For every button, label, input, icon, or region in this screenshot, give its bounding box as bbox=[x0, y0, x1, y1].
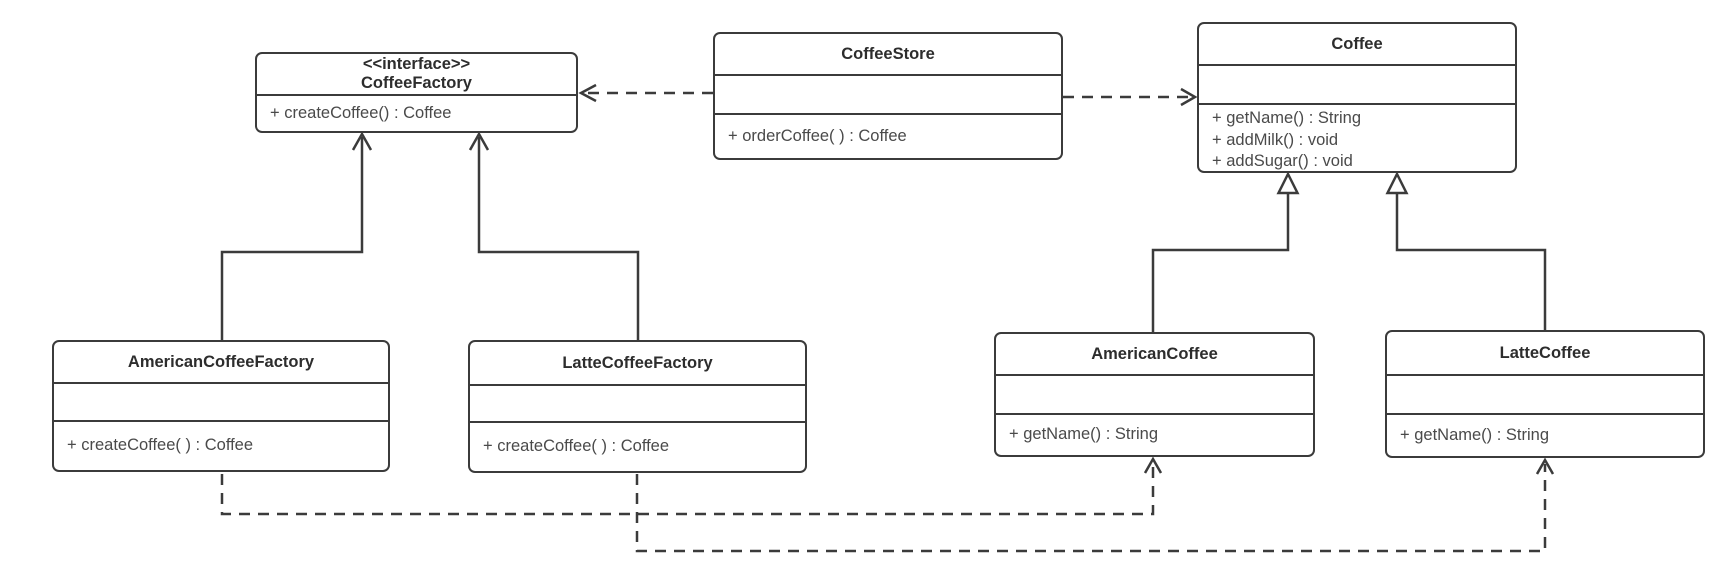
class-title: LatteCoffeeFactory bbox=[470, 342, 805, 384]
class-americancoffee: AmericanCoffee + getName() : String bbox=[994, 332, 1315, 457]
class-title: CoffeeStore bbox=[715, 34, 1061, 74]
generalization-lattecoffee-to-coffee bbox=[1385, 171, 1547, 330]
class-lattecoffeefactory: LatteCoffeeFactory + createCoffee( ) : C… bbox=[468, 340, 807, 473]
attributes-compartment bbox=[470, 384, 805, 421]
methods-compartment: + orderCoffee( ) : Coffee bbox=[715, 113, 1061, 158]
generalization-americancoffee-to-coffee bbox=[1151, 171, 1300, 332]
realization-americancoffeefactory-to-coffeefactory bbox=[220, 131, 373, 340]
method-label: + getName() : String bbox=[1400, 425, 1550, 444]
method-label: + addSugar() : void bbox=[1212, 152, 1353, 170]
class-lattecoffee: LatteCoffee + getName() : String bbox=[1385, 330, 1705, 458]
dependency-coffeestore-to-coffee bbox=[1063, 87, 1198, 107]
method-label: + createCoffee( ) : Coffee bbox=[67, 436, 254, 455]
class-coffeestore: CoffeeStore + orderCoffee( ) : Coffee bbox=[713, 32, 1063, 160]
methods-compartment: + getName() : String bbox=[1387, 413, 1703, 456]
class-name: AmericanCoffeeFactory bbox=[127, 352, 315, 371]
methods-compartment: + getName() : String + addMilk() : void … bbox=[1199, 103, 1515, 171]
class-name: CoffeeFactory bbox=[361, 74, 472, 92]
class-name: LatteCoffee bbox=[1499, 343, 1591, 362]
class-name: AmericanCoffee bbox=[1091, 344, 1218, 363]
stereotype-label: <<interface>> bbox=[362, 55, 471, 73]
methods-compartment: + createCoffee() : Coffee bbox=[257, 94, 576, 131]
realization-lattecoffeefactory-to-coffeefactory bbox=[468, 131, 640, 340]
class-title: AmericanCoffee bbox=[996, 334, 1313, 374]
class-title: AmericanCoffeeFactory bbox=[54, 342, 388, 382]
class-coffeefactory: <<interface>> CoffeeFactory + createCoff… bbox=[255, 52, 578, 133]
attributes-compartment bbox=[54, 382, 388, 420]
methods-compartment: + getName() : String bbox=[996, 413, 1313, 455]
class-title: Coffee bbox=[1199, 24, 1515, 64]
attributes-compartment bbox=[996, 374, 1313, 413]
class-title: LatteCoffee bbox=[1387, 332, 1703, 374]
attributes-compartment bbox=[1387, 374, 1703, 413]
class-name: CoffeeStore bbox=[841, 44, 935, 63]
method-label: + getName() : String bbox=[1009, 425, 1159, 444]
dependency-coffeestore-to-coffeefactory bbox=[578, 83, 713, 103]
method-label: + addMilk() : void bbox=[1212, 130, 1339, 149]
class-title: <<interface>> CoffeeFactory bbox=[257, 54, 576, 94]
class-name: LatteCoffeeFactory bbox=[562, 353, 713, 372]
dependency-lattecoffeefactory-to-lattecoffee bbox=[635, 457, 1555, 553]
attributes-compartment bbox=[1199, 64, 1515, 103]
class-name: Coffee bbox=[1331, 34, 1383, 53]
method-label: + createCoffee( ) : Coffee bbox=[483, 437, 670, 456]
method-label: + getName() : String bbox=[1212, 109, 1362, 127]
methods-compartment: + createCoffee( ) : Coffee bbox=[54, 420, 388, 470]
methods-compartment: + createCoffee( ) : Coffee bbox=[470, 421, 805, 471]
class-coffee: Coffee + getName() : String + addMilk() … bbox=[1197, 22, 1517, 173]
dependency-americancoffeefactory-to-americancoffee bbox=[220, 456, 1163, 516]
class-americancoffeefactory: AmericanCoffeeFactory + createCoffee( ) … bbox=[52, 340, 390, 472]
attributes-compartment bbox=[715, 74, 1061, 113]
method-label: + createCoffee() : Coffee bbox=[270, 103, 452, 122]
method-label: + orderCoffee( ) : Coffee bbox=[728, 126, 907, 145]
